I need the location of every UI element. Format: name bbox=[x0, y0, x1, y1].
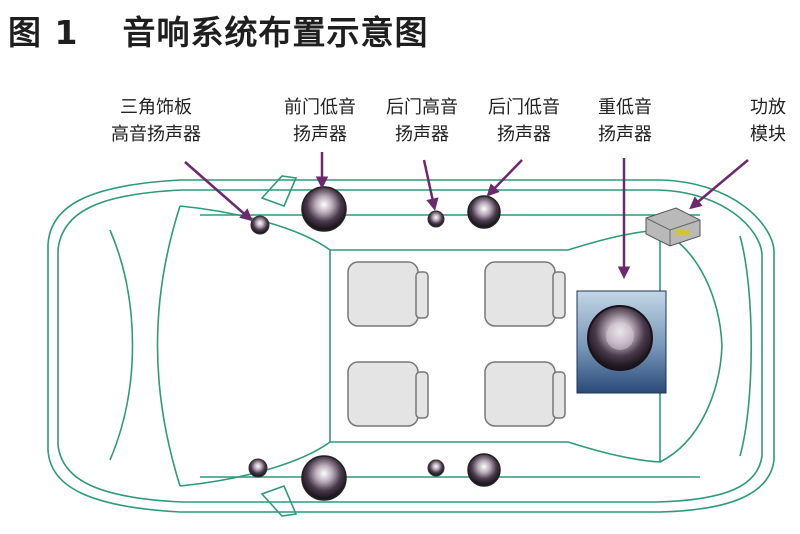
rear-door-woofer-right-icon bbox=[467, 453, 501, 487]
seat-rear-right bbox=[484, 361, 556, 427]
rear-deck bbox=[659, 229, 723, 463]
a-pillar-tweeter-left-icon bbox=[250, 215, 270, 235]
rear-door-tweeter-right-icon bbox=[427, 459, 445, 477]
seat-front-right-back bbox=[415, 371, 429, 419]
label-line-2: 高音扬声器 bbox=[111, 124, 201, 145]
rear-door-woofer-left-icon bbox=[467, 195, 501, 229]
subwoofer-panel bbox=[576, 290, 667, 394]
callout-arrows bbox=[184, 152, 749, 279]
seat-front-left-back bbox=[415, 271, 429, 319]
label-rear-door-woofer: 后门低音 扬声器 bbox=[474, 94, 574, 148]
label-line-2: 扬声器 bbox=[293, 124, 347, 145]
label-line-1: 三角饰板 bbox=[120, 97, 192, 118]
label-line-1: 功放 bbox=[750, 97, 786, 118]
label-line-1: 后门低音 bbox=[488, 97, 560, 118]
mirror-right bbox=[260, 484, 298, 517]
front-door-woofer-left-icon bbox=[301, 186, 347, 232]
arrow-rear-door-tweeter bbox=[422, 159, 439, 211]
label-line-1: 后门高音 bbox=[386, 97, 458, 118]
title-text: 音响系统布置示意图 bbox=[122, 13, 429, 52]
seat-rear-right-back bbox=[552, 371, 566, 419]
arrow-a-pillar-tweeter bbox=[184, 161, 253, 222]
windshield bbox=[179, 205, 331, 487]
label-subwoofer: 重低音 扬声器 bbox=[580, 94, 670, 148]
seat-rear-left bbox=[484, 261, 556, 327]
arrow-rear-door-woofer bbox=[486, 159, 523, 197]
arrow-amplifier bbox=[689, 159, 749, 210]
front-hood-line bbox=[109, 229, 134, 461]
label-line-2: 扬声器 bbox=[395, 124, 449, 145]
label-line-1: 重低音 bbox=[598, 97, 652, 118]
figure-number: 图 1 bbox=[8, 13, 79, 52]
trunk-edge bbox=[739, 235, 753, 457]
car-outline bbox=[47, 179, 775, 513]
label-amplifier: 功放 模块 bbox=[740, 94, 796, 148]
rear-door-tweeter-left-icon bbox=[427, 210, 445, 228]
mirrors bbox=[260, 175, 298, 517]
hood-crease bbox=[156, 205, 181, 487]
label-line-2: 扬声器 bbox=[598, 124, 652, 145]
label-rear-door-tweeter: 后门高音 扬声器 bbox=[372, 94, 472, 148]
label-line-2: 扬声器 bbox=[497, 124, 551, 145]
mirror-left bbox=[260, 175, 298, 208]
amplifier-module-icon bbox=[645, 207, 701, 247]
label-front-door-woofer: 前门低音 扬声器 bbox=[270, 94, 370, 148]
speakers bbox=[248, 186, 501, 501]
seats bbox=[347, 261, 566, 427]
front-door-woofer-right-icon bbox=[301, 455, 347, 501]
page-title: 图 1 音响系统布置示意图 bbox=[8, 6, 428, 54]
car-outline-inner bbox=[57, 189, 763, 503]
seat-front-left bbox=[347, 261, 419, 327]
seat-rear-left-back bbox=[552, 271, 566, 319]
a-pillar-tweeter-right-icon bbox=[248, 458, 268, 478]
car-body bbox=[47, 179, 775, 513]
label-a-pillar-tweeter: 三角饰板 高音扬声器 bbox=[96, 94, 216, 148]
label-line-2: 模块 bbox=[750, 124, 786, 145]
seat-front-right bbox=[347, 361, 419, 427]
label-line-1: 前门低音 bbox=[284, 97, 356, 118]
